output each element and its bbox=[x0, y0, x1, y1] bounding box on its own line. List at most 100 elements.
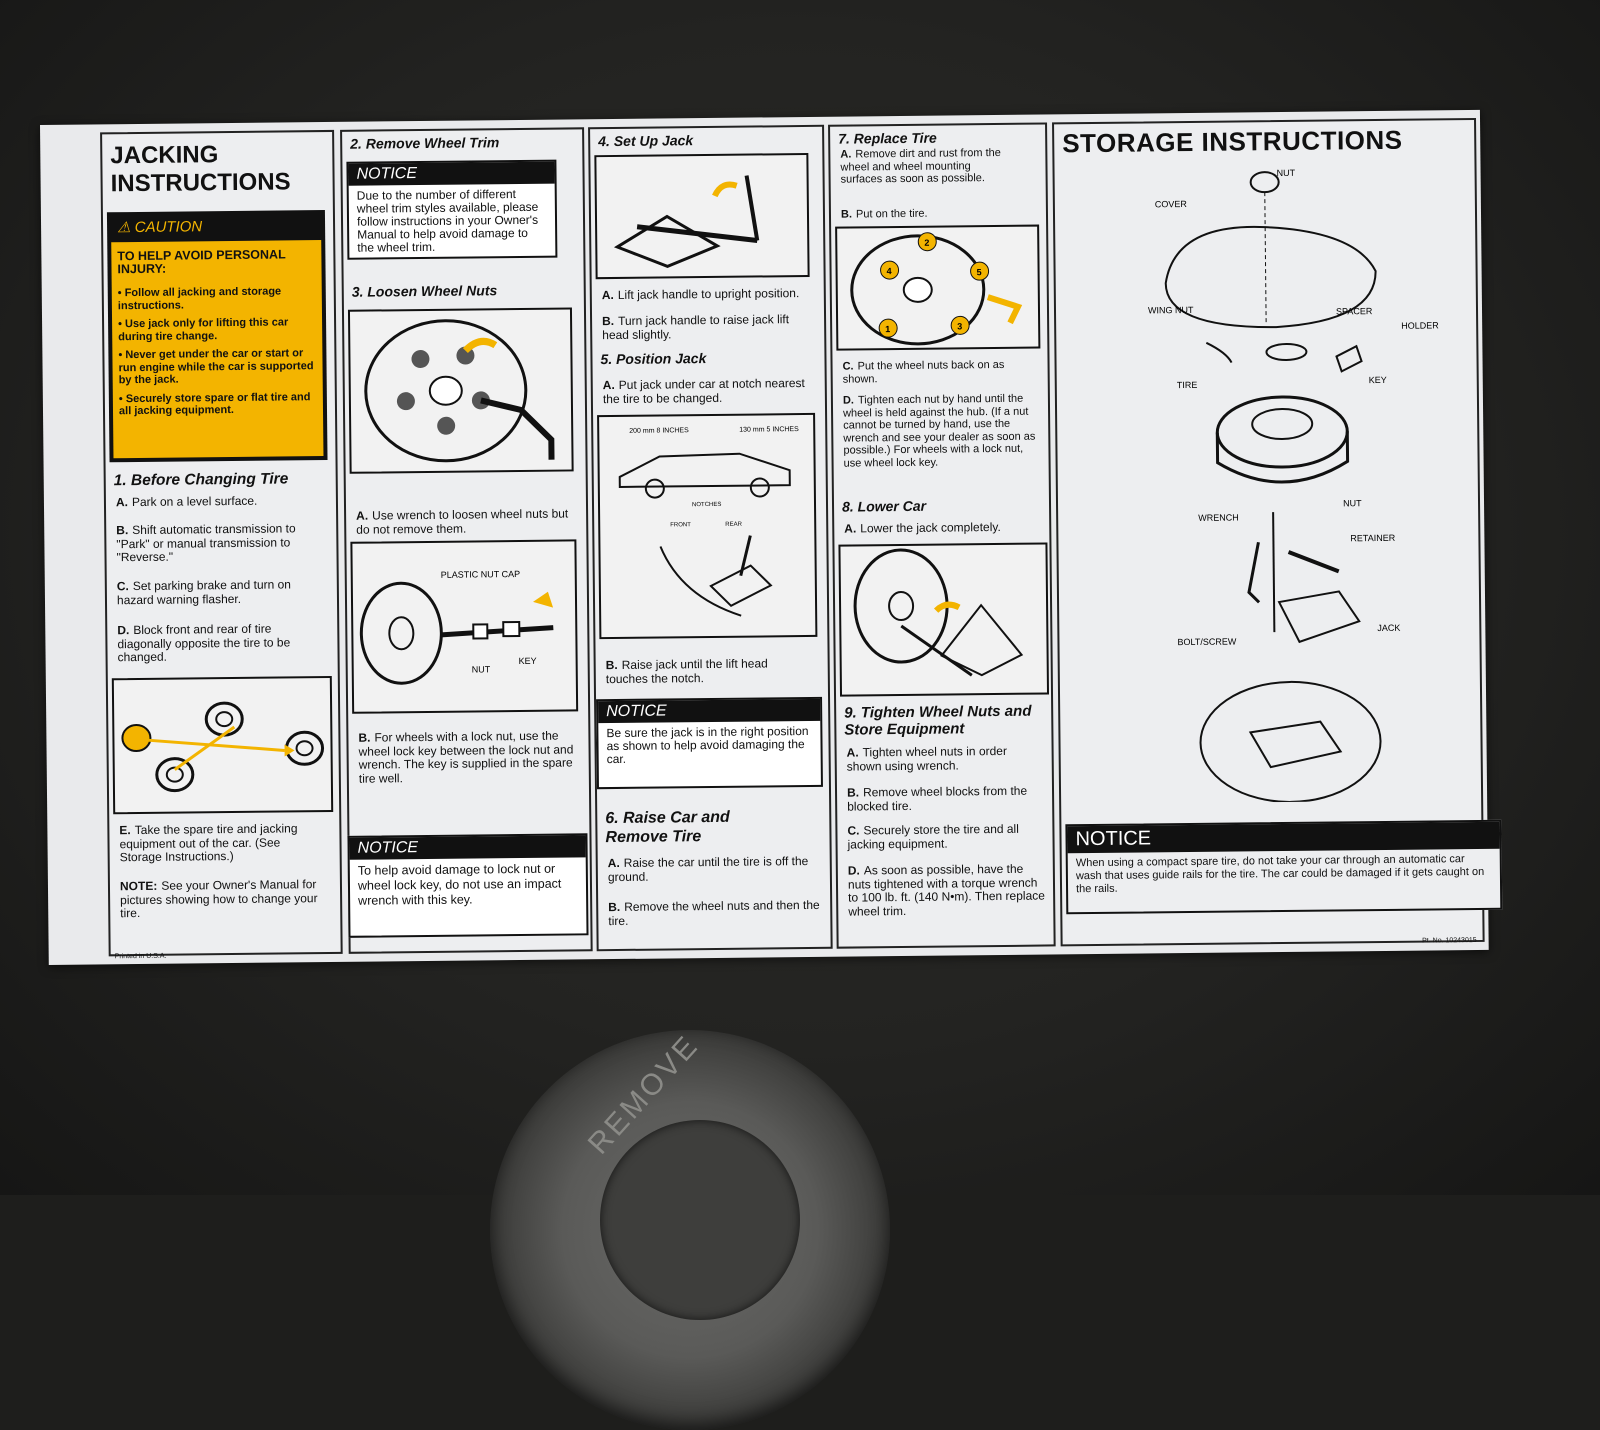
step8-heading: 8. Lower Car bbox=[841, 497, 927, 515]
nut-order-figure: 1 2 3 4 5 bbox=[835, 224, 1041, 351]
label-dim-front: 200 mm 8 INCHES bbox=[629, 427, 689, 435]
step5-b: Raise jack until the lift head touches t… bbox=[605, 656, 768, 686]
column-replace: 7. Replace Tire A.Remove dirt and rust f… bbox=[828, 122, 1056, 949]
notice-head: NOTICE bbox=[349, 835, 586, 860]
step1-b: Shift automatic transmission to "Park" o… bbox=[116, 521, 296, 565]
column-jacking: JACKING INSTRUCTIONS ⚠ CAUTION TO HELP A… bbox=[100, 129, 343, 960]
step6-heading: 6. Raise Car and Remove Tire bbox=[605, 808, 730, 847]
caution-item: • Follow all jacking and storage instruc… bbox=[117, 285, 282, 312]
storage-title: STORAGE INSTRUCTIONS bbox=[1062, 124, 1403, 159]
printed-in: Printed in U.S.A. bbox=[114, 952, 167, 961]
label-key: KEY bbox=[519, 656, 537, 666]
step9-b: Remove wheel blocks from the blocked tir… bbox=[847, 783, 1028, 814]
step3-heading: 3. Loosen Wheel Nuts bbox=[351, 282, 498, 300]
step7-a: Remove dirt and rust from the wheel and … bbox=[840, 146, 1001, 186]
step4-heading: 4. Set Up Jack bbox=[598, 132, 694, 150]
label-holder: HOLDER bbox=[1401, 320, 1439, 330]
label-spacer: SPACER bbox=[1336, 306, 1373, 316]
loosen-nuts-figure bbox=[347, 307, 574, 474]
step9-c: Securely store the tire and all jacking … bbox=[847, 821, 1019, 852]
part-number: Pt. No. 10243015 bbox=[1422, 937, 1477, 945]
jacking-title: JACKING INSTRUCTIONS bbox=[110, 141, 291, 198]
step5-a: Put jack under car at notch nearest the … bbox=[602, 376, 805, 406]
step6-a: Raise the car until the tire is off the … bbox=[607, 853, 809, 884]
notice-lock-nut: NOTICE To help avoid damage to lock nut … bbox=[347, 833, 589, 938]
car-notch-diagram: 200 mm 8 INCHES 130 mm 5 INCHES NOTCHES … bbox=[618, 426, 799, 617]
step1-c: Set parking brake and turn on hazard war… bbox=[116, 577, 292, 607]
step4-b: Turn jack handle to raise jack lift head… bbox=[602, 312, 790, 342]
warning-icon: ⚠ bbox=[116, 219, 131, 237]
notice-head: NOTICE bbox=[598, 698, 821, 724]
notice-wheel-trim: NOTICE Due to the number of different wh… bbox=[346, 159, 558, 260]
jack-position-figure: 200 mm 8 INCHES 130 mm 5 INCHES NOTCHES … bbox=[597, 412, 818, 640]
step9-d: As soon as possible, have the nuts tight… bbox=[847, 861, 1045, 919]
lock-nut-figure: PLASTIC NUT CAP NUT KEY bbox=[350, 539, 579, 714]
label-nut: NUT bbox=[1277, 168, 1296, 178]
step6-b: Remove the wheel nuts and then the tire. bbox=[608, 897, 820, 928]
caution-box: ⚠ CAUTION TO HELP AVOID PERSONAL INJURY:… bbox=[106, 210, 328, 463]
label-cover: COVER bbox=[1155, 199, 1188, 209]
label-jack: JACK bbox=[1377, 623, 1400, 633]
lock-key-diagram: PLASTIC NUT CAP NUT KEY bbox=[359, 569, 554, 685]
step7-c: Put the wheel nuts back on as shown. bbox=[842, 358, 1005, 386]
lower-jack-diagram bbox=[853, 548, 1024, 677]
step1-d: Block front and rear of tire diagonally … bbox=[117, 621, 291, 665]
caution-head: CAUTION bbox=[134, 218, 203, 237]
wheel-block-diagram bbox=[121, 701, 325, 793]
column-jack: 4. Set Up Jack A.Lift jack handle to upr… bbox=[588, 124, 833, 952]
nut-num: 4 bbox=[887, 266, 892, 276]
step7-heading: 7. Replace Tire bbox=[838, 129, 937, 147]
notice-text: Due to the number of different wheel tri… bbox=[356, 187, 539, 255]
step7-b: Put on the tire. bbox=[855, 207, 928, 221]
label-plastic-cap: PLASTIC NUT CAP bbox=[441, 569, 520, 580]
caution-title: TO HELP AVOID PERSONAL INJURY: bbox=[117, 247, 286, 276]
nut-num: 1 bbox=[885, 324, 890, 334]
notice-text: To help avoid damage to lock nut or whee… bbox=[357, 861, 562, 908]
column-storage: STORAGE INSTRUCTIONS NUT COVER WING NUT … bbox=[1052, 117, 1503, 947]
step2-heading: 2. Remove Wheel Trim bbox=[350, 134, 500, 152]
label-front: FRONT bbox=[670, 522, 691, 528]
label-wing-nut: WING NUT bbox=[1148, 305, 1194, 315]
label-key: KEY bbox=[1369, 375, 1387, 385]
notice-text: Be sure the jack is in the right positio… bbox=[606, 723, 809, 767]
label-dim-rear: 130 mm 5 INCHES bbox=[739, 426, 799, 434]
label-notches: NOTCHES bbox=[692, 502, 721, 508]
storage-exploded-diagram: NUT COVER WING NUT SPACER HOLDER KEY TIR… bbox=[1148, 168, 1439, 803]
label-bolt: BOLT/SCREW bbox=[1177, 636, 1236, 647]
jack-figure bbox=[594, 152, 810, 280]
notice-text: When using a compact spare tire, do not … bbox=[1075, 853, 1485, 896]
label-wrench: WRENCH bbox=[1198, 512, 1239, 522]
step3-a: Use wrench to loosen wheel nuts but do n… bbox=[356, 506, 569, 537]
label-nut-2: NUT bbox=[1343, 498, 1362, 508]
notice-jack-position: NOTICE Be sure the jack is in the right … bbox=[596, 696, 823, 790]
nut-num: 2 bbox=[924, 238, 929, 248]
lower-car-figure bbox=[838, 542, 1050, 697]
step7-d: Tighten each nut by hand until the wheel… bbox=[842, 392, 1036, 470]
notice-head: NOTICE bbox=[348, 161, 555, 186]
nut-num: 3 bbox=[957, 321, 962, 331]
scissor-jack-diagram bbox=[613, 175, 760, 269]
caution-item: • Securely store spare or flat tire and … bbox=[118, 390, 311, 418]
step9-heading: 9. Tighten Wheel Nuts and Store Equipmen… bbox=[844, 702, 1032, 739]
label-tire: TIRE bbox=[1177, 380, 1198, 390]
caution-item: • Use jack only for lifting this car dur… bbox=[118, 316, 289, 343]
wheel-block-figure bbox=[111, 675, 334, 815]
step4-a: Lift jack handle to upright position. bbox=[617, 286, 800, 302]
step9-a: Tighten wheel nuts in order shown using … bbox=[846, 743, 1007, 774]
nut-num: 5 bbox=[977, 267, 982, 277]
column-wheel: 2. Remove Wheel Trim NOTICE Due to the n… bbox=[340, 127, 593, 954]
step5-heading: 5. Position Jack bbox=[600, 350, 707, 368]
wheel-wrench-diagram bbox=[364, 319, 555, 463]
step3-b: For wheels with a lock nut, use the whee… bbox=[358, 728, 574, 786]
label-nut: NUT bbox=[472, 664, 491, 674]
step1-e: Take the spare tire and jacking equipmen… bbox=[119, 821, 298, 865]
step1-heading: 1. Before Changing Tire bbox=[113, 470, 289, 490]
label-rear: REAR bbox=[725, 522, 742, 528]
instruction-label: JACKING INSTRUCTIONS ⚠ CAUTION TO HELP A… bbox=[40, 109, 1503, 965]
spare-cover-knob: REMOVE bbox=[490, 1029, 890, 1430]
step1-a: Park on a level surface. bbox=[131, 493, 258, 510]
note-label: NOTE: bbox=[119, 878, 158, 894]
nut-order-diagram: 1 2 3 4 5 bbox=[850, 232, 1023, 346]
caution-item: • Never get under the car or start or ru… bbox=[118, 347, 314, 387]
notice-car-wash: NOTICE When using a compact spare tire, … bbox=[1065, 819, 1503, 915]
